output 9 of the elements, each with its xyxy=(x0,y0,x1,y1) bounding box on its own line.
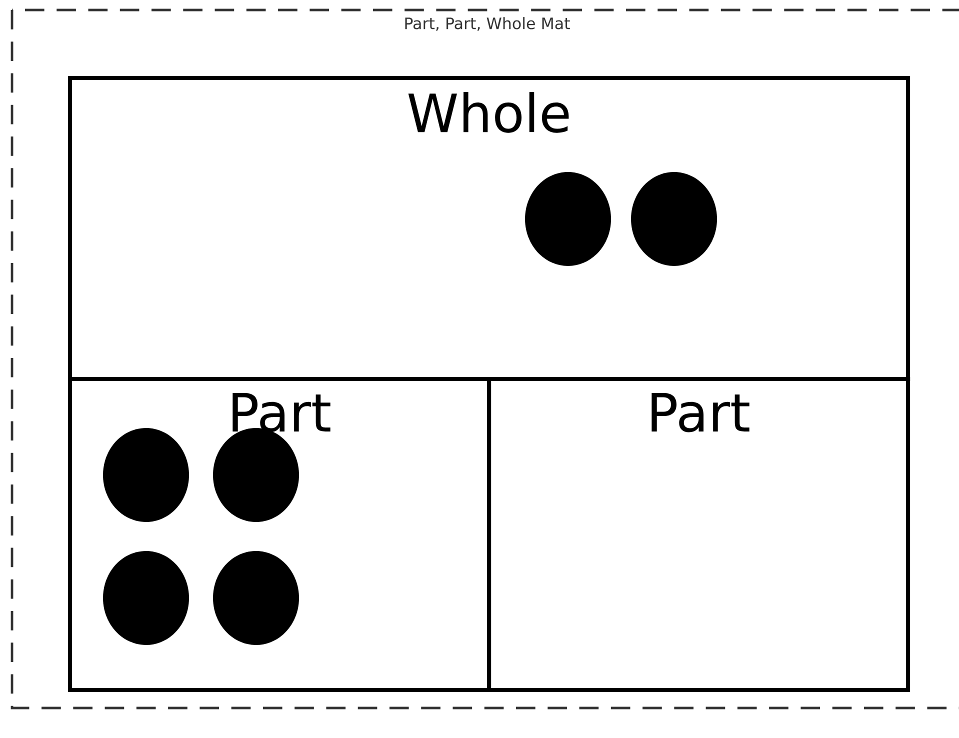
counter-dot xyxy=(631,172,718,266)
part-box: Part xyxy=(68,377,492,692)
counter-dot xyxy=(525,172,612,266)
part-box: Part xyxy=(487,377,910,692)
counter-dot xyxy=(103,428,189,522)
title: Part, Part, Whole Mat xyxy=(405,17,570,31)
counter-dot xyxy=(213,551,299,645)
counter-dot xyxy=(103,551,189,645)
whole-box: Whole xyxy=(68,76,910,382)
